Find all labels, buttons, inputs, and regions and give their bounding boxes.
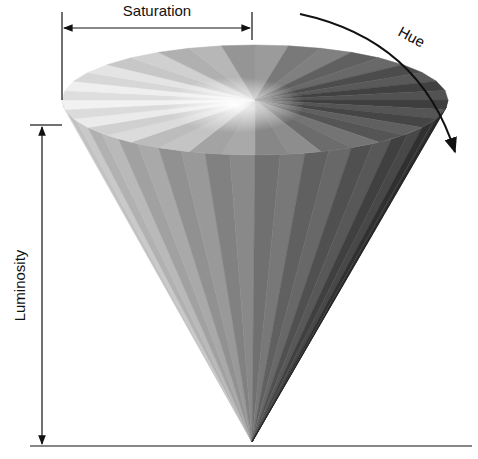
luminosity-label: Luminosity [13,249,28,321]
hue-arrow [300,14,455,152]
luminosity-arrow [41,127,42,444]
cone-top [62,45,448,155]
luminosity-tick [30,124,62,125]
saturation-tick [61,12,62,100]
saturation-arrow [64,27,250,28]
cone-body [62,100,448,442]
hue-label: Hue [396,23,427,49]
base-line [30,445,472,446]
saturation-tick [251,12,252,40]
saturation-label: Saturation [123,3,191,18]
top-glow [165,77,305,133]
